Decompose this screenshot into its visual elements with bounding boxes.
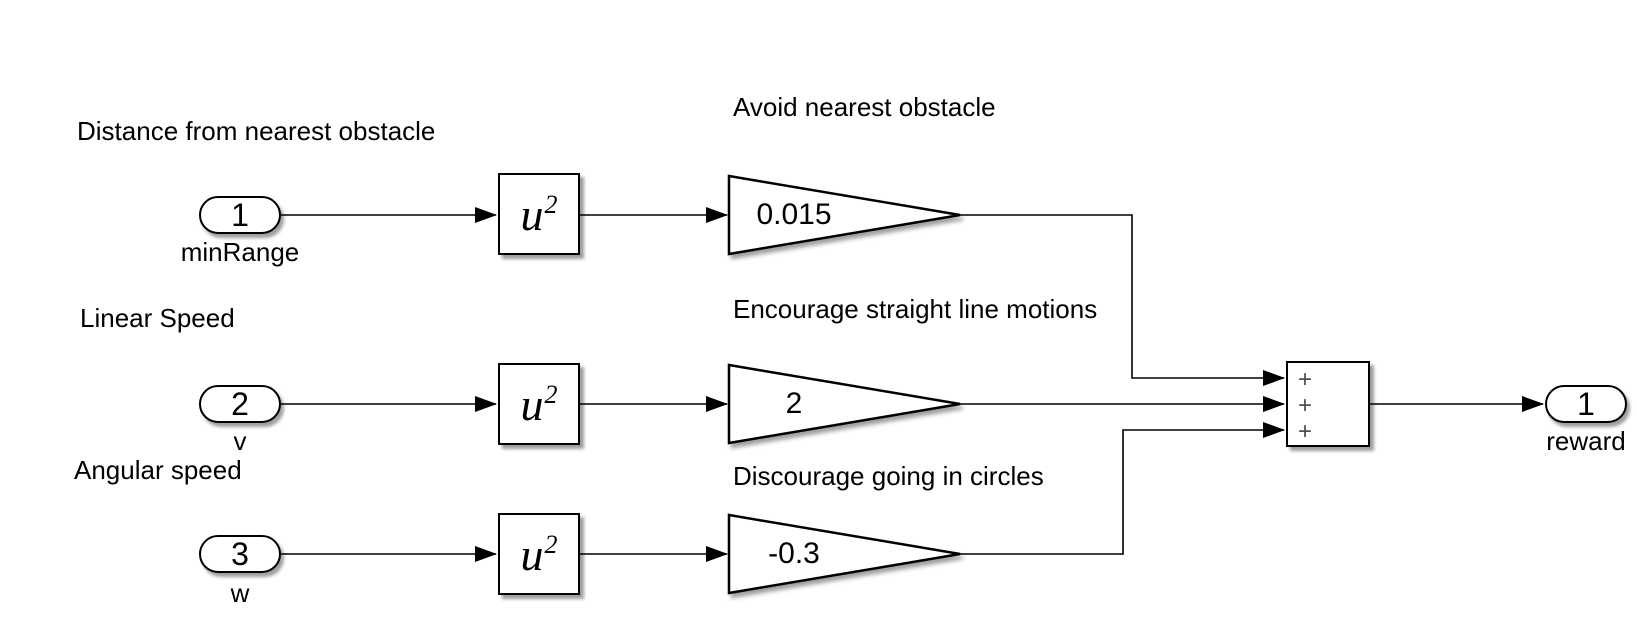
gain-block-avoid-obstacle[interactable] (727, 174, 961, 256)
gain-1-value: 0.015 (756, 198, 832, 231)
sum-plus-sign-3: + (1298, 418, 1313, 445)
sum-plus-sign-1: + (1298, 366, 1313, 393)
gain-3-value: -0.3 (768, 537, 820, 570)
inport-1-minrange[interactable]: 1 (199, 196, 281, 234)
outport-1-name-label[interactable]: reward (1546, 426, 1626, 456)
annotation-encourage-straight-line[interactable]: Encourage straight line motions (733, 294, 1098, 324)
annotation-angular-speed[interactable]: Angular speed (74, 455, 242, 485)
wire-gain3-to-sum[interactable] (960, 422, 1285, 555)
outport-1-reward[interactable]: 1 (1545, 385, 1627, 423)
inport-3-w[interactable]: 3 (199, 535, 281, 573)
math-square-block-3-label: u2 (520, 528, 558, 580)
annotation-discourage-circles[interactable]: Discourage going in circles (733, 461, 1044, 491)
annotation-linear-speed[interactable]: Linear Speed (80, 303, 235, 333)
gain-block-straight-line[interactable] (727, 363, 961, 445)
math-square-block-3[interactable]: u2 (498, 513, 580, 595)
sum-block[interactable]: + + + (1286, 361, 1370, 447)
gain-block-no-circles[interactable] (727, 513, 961, 595)
inport-2-name-label[interactable]: v (233, 426, 247, 456)
inport-2-number: 2 (231, 385, 249, 422)
wire-gain1-to-sum[interactable] (960, 214, 1285, 386)
sum-plus-sign-2: + (1298, 392, 1313, 419)
math-square-block-2[interactable]: u2 (498, 363, 580, 445)
math-square-block-1[interactable]: u2 (498, 173, 580, 255)
annotation-distance-from-obstacle[interactable]: Distance from nearest obstacle (77, 116, 436, 146)
inport-1-name-label[interactable]: minRange (180, 237, 300, 267)
gain-2-value: 2 (785, 387, 803, 420)
inport-2-v[interactable]: 2 (199, 385, 281, 423)
inport-3-number: 3 (231, 535, 249, 572)
inport-3-name-label[interactable]: w (230, 578, 250, 608)
inport-1-number: 1 (231, 196, 249, 233)
math-square-block-1-label: u2 (520, 188, 558, 240)
outport-1-number: 1 (1577, 385, 1595, 422)
annotation-avoid-nearest-obstacle[interactable]: Avoid nearest obstacle (733, 92, 996, 122)
math-square-block-2-label: u2 (520, 378, 558, 430)
